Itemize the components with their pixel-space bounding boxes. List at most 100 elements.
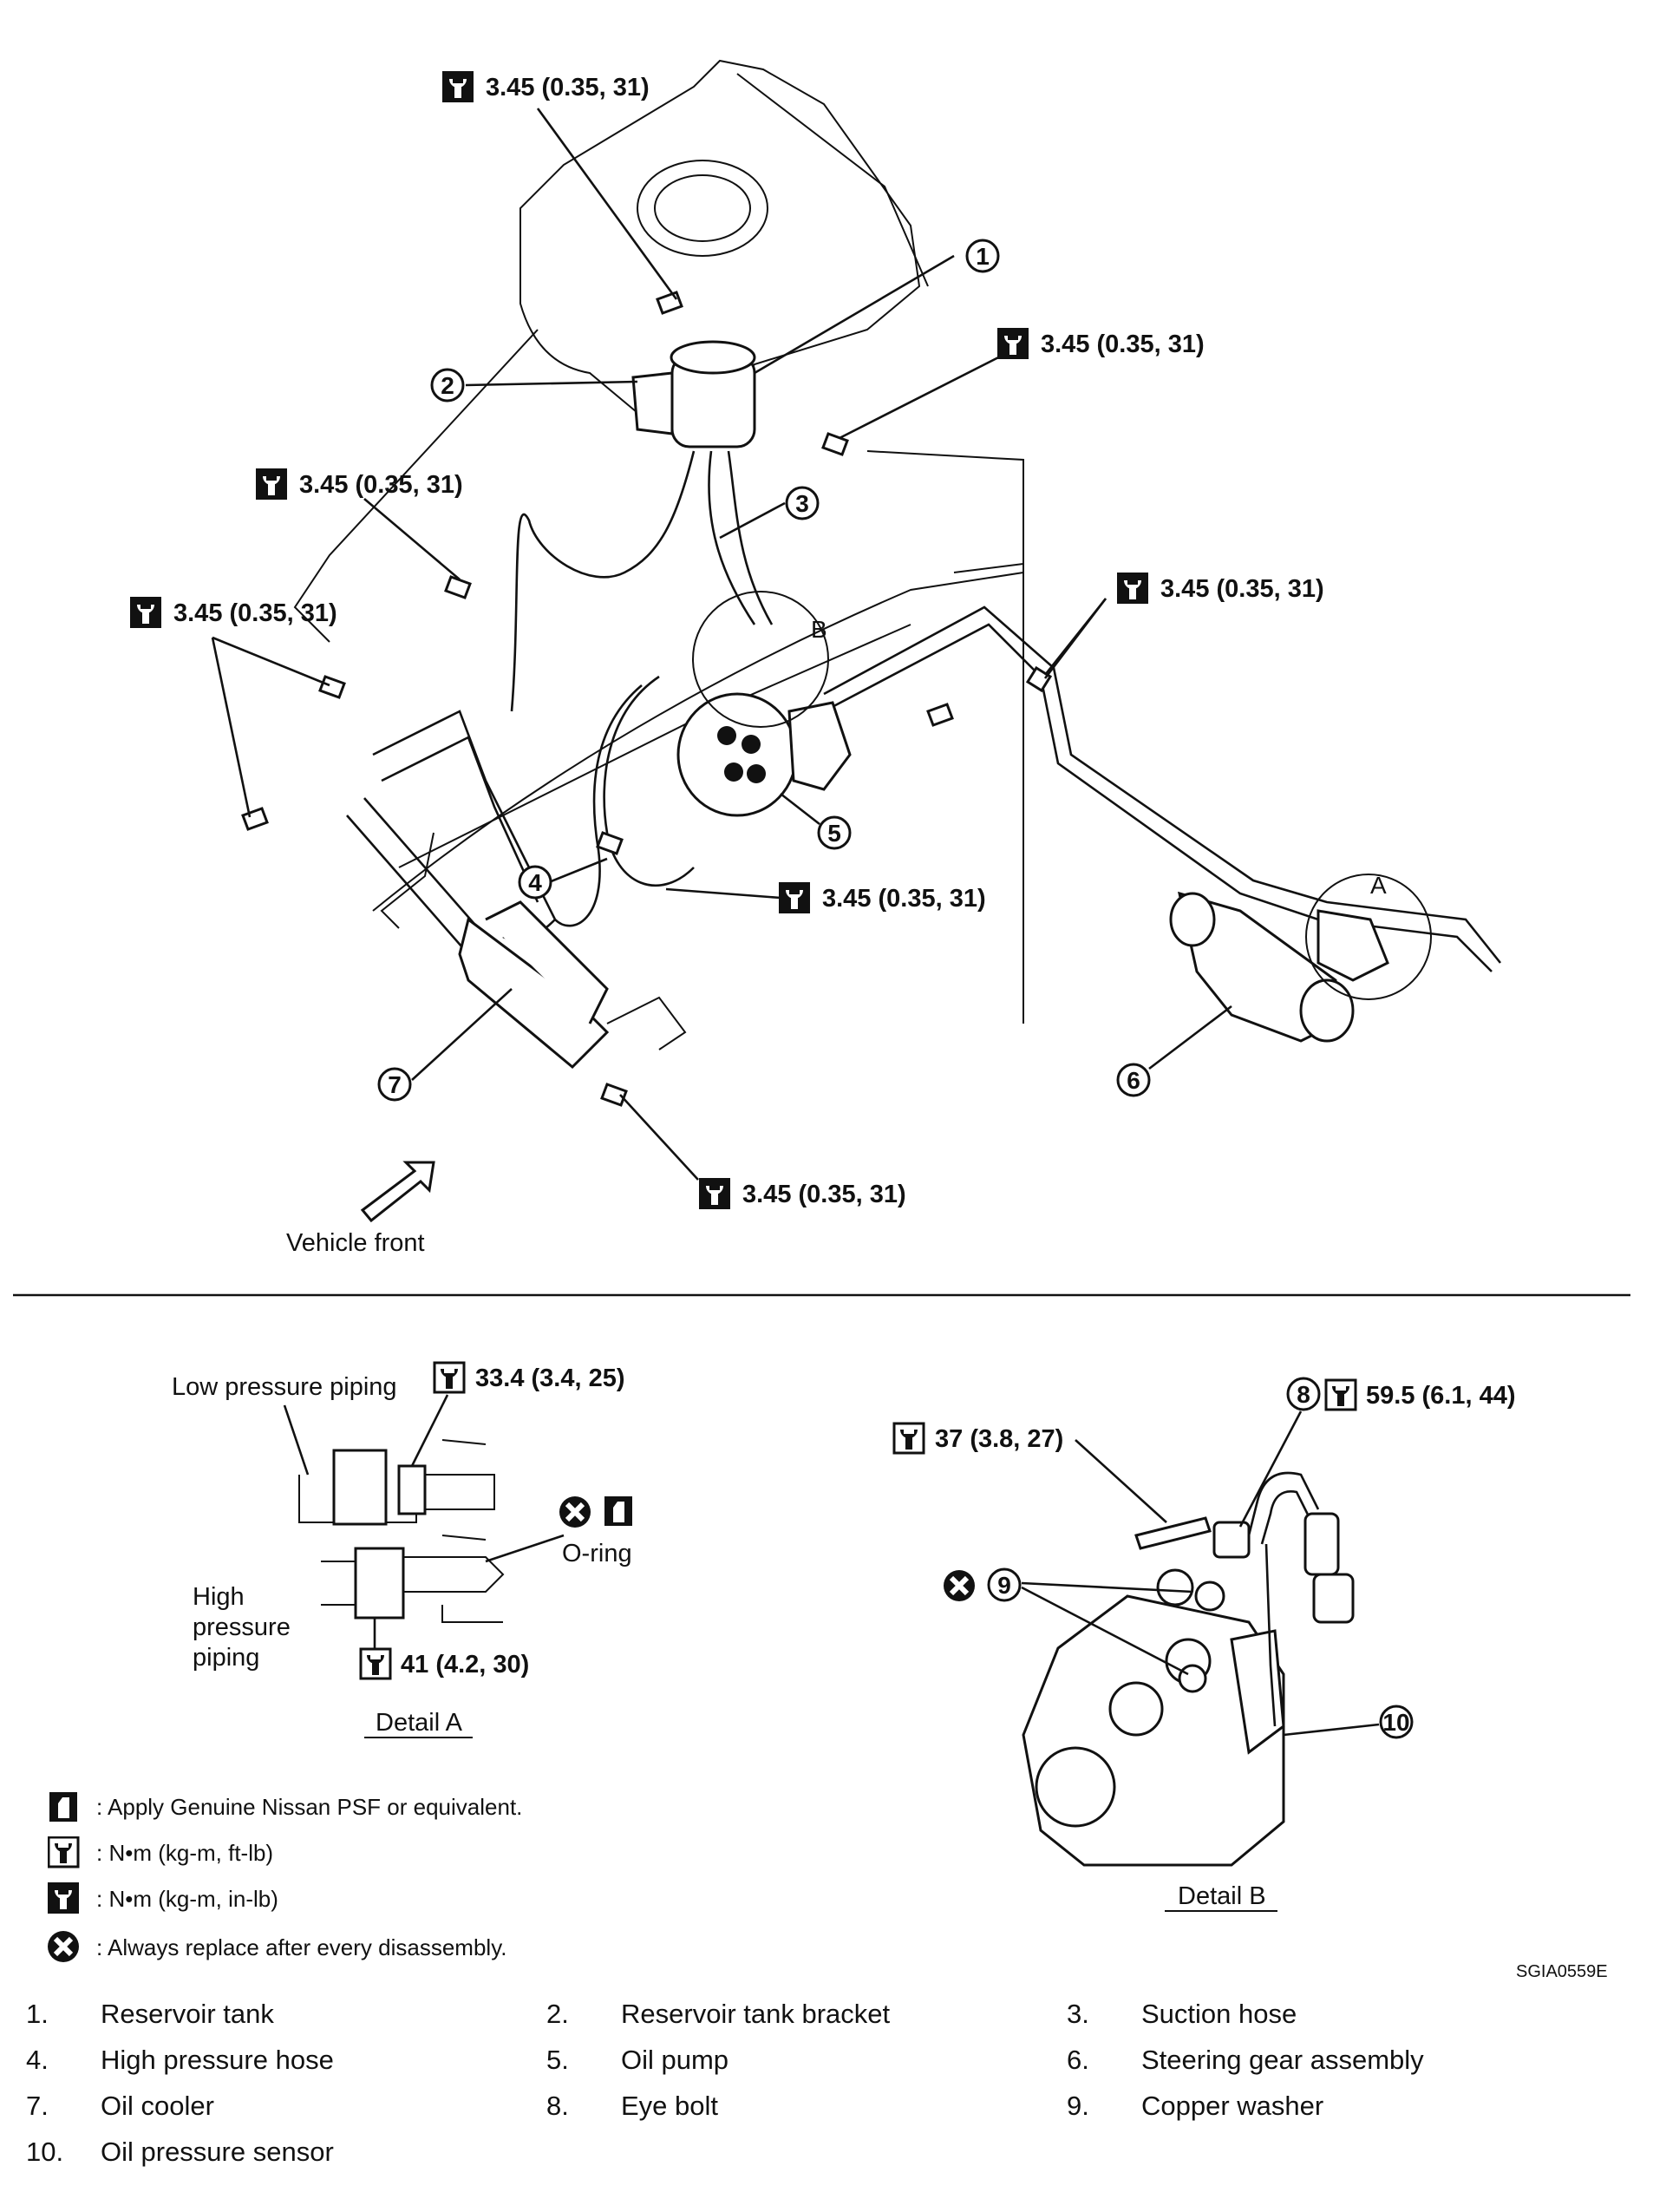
detail-a-caption: Detail A bbox=[376, 1709, 463, 1737]
detail-b-leader-washer-1 bbox=[1021, 1581, 1193, 1594]
list-item: 7.Oil cooler bbox=[26, 2090, 214, 2121]
torque-label-5: 3.45 (0.35, 31) bbox=[1117, 573, 1324, 604]
callout-9-number: 9 bbox=[997, 1572, 1011, 1599]
vehicle-front-label: Vehicle front bbox=[286, 1229, 425, 1257]
detail-b-drawing bbox=[1022, 1471, 1355, 1867]
detail-a-high-pressure-line2: pressure bbox=[193, 1613, 291, 1641]
psf-oilcan-icon bbox=[48, 1790, 81, 1823]
svg-text:3.45 (0.35, 31): 3.45 (0.35, 31) bbox=[1160, 575, 1324, 603]
list-item: 3.Suction hose bbox=[1067, 1998, 1297, 2029]
callout-10 bbox=[1379, 1705, 1414, 1739]
svg-text:1: 1 bbox=[976, 243, 990, 270]
steering-gear-assembly bbox=[1169, 874, 1432, 1043]
detail-b-leader-sensor bbox=[1283, 1723, 1380, 1737]
list-item: 6.Steering gear assembly bbox=[1067, 2044, 1424, 2075]
list-item: 10.Oil pressure sensor bbox=[26, 2136, 334, 2167]
callout-6: 6 bbox=[1116, 1063, 1151, 1097]
callout-5: 5 bbox=[817, 815, 852, 850]
list-item: 2.Reservoir tank bracket bbox=[546, 1998, 891, 2029]
legend-nm-ftlb: : N•m (kg-m, ft-lb) bbox=[47, 1833, 828, 1873]
detail-a-leader-torque-low bbox=[410, 1394, 449, 1467]
legend-psf-text: : Apply Genuine Nissan PSF or equivalent… bbox=[96, 1793, 523, 1820]
callout-9 bbox=[987, 1567, 1022, 1602]
callout-7: 7 bbox=[377, 1067, 412, 1102]
detail-a-low-pressure-label: Low pressure piping bbox=[172, 1373, 397, 1401]
callout-10-number: 10 bbox=[1382, 1709, 1409, 1736]
torque-label-4: 3.45 (0.35, 31) bbox=[130, 597, 337, 628]
torque-label-3: 3.45 (0.35, 31) bbox=[256, 468, 463, 500]
torque-wrench-icon bbox=[433, 1361, 466, 1394]
legend-replace-text: : Always replace after every disassembly… bbox=[96, 1934, 507, 1960]
legend-nm-inlb-text: : N•m (kg-m, in-lb) bbox=[96, 1885, 278, 1912]
detail-a-torque-low: 33.4 (3.4, 25) bbox=[475, 1365, 625, 1392]
parts-row: 1.Reservoir tank 2.Reservoir tank bracke… bbox=[26, 1991, 1587, 2037]
oil-cooler bbox=[380, 832, 687, 1070]
svg-text:2: 2 bbox=[441, 372, 454, 399]
detail-a-high-pressure-line1: High bbox=[193, 1583, 245, 1611]
leader-lines bbox=[211, 108, 1232, 1181]
torque-wrench-filled-icon bbox=[48, 1882, 81, 1915]
svg-text:3.45 (0.35, 31): 3.45 (0.35, 31) bbox=[299, 471, 463, 499]
svg-text:3.45 (0.35, 31): 3.45 (0.35, 31) bbox=[173, 599, 337, 627]
list-item: 1.Reservoir tank bbox=[26, 1998, 274, 2029]
torque-wrench-icon bbox=[47, 1836, 81, 1869]
vehicle-front-arrow-icon bbox=[360, 1161, 435, 1223]
legend-nm-inlb: : N•m (kg-m, in-lb) bbox=[48, 1879, 828, 1919]
bolts-and-clamps bbox=[241, 291, 1053, 1107]
parts-list: 1.Reservoir tank 2.Reservoir tank bracke… bbox=[26, 1991, 1587, 2175]
callout-8 bbox=[1286, 1377, 1321, 1411]
parts-row: 4.High pressure hose 5.Oil pump 6.Steeri… bbox=[26, 2037, 1587, 2083]
detail-a-leader-low bbox=[283, 1404, 310, 1476]
callout-3: 3 bbox=[785, 486, 820, 520]
figure-code: SGIA0559E bbox=[1516, 1962, 1608, 1981]
svg-text:3.45 (0.35, 31): 3.45 (0.35, 31) bbox=[1041, 330, 1205, 358]
legend-nm-ftlb-text: : N•m (kg-m, ft-lb) bbox=[96, 1839, 274, 1866]
torque-label-2: 3.45 (0.35, 31) bbox=[997, 328, 1205, 359]
replace-icon bbox=[48, 1931, 81, 1964]
detail-a-drawing bbox=[298, 1439, 505, 1623]
reservoir-tank bbox=[631, 340, 756, 448]
torque-label-1: 3.45 (0.35, 31) bbox=[442, 71, 650, 102]
detail-a-leader-oring bbox=[485, 1534, 565, 1563]
svg-text:6: 6 bbox=[1127, 1067, 1140, 1094]
hoses bbox=[346, 450, 1502, 972]
legend-psf: : Apply Genuine Nissan PSF or equivalent… bbox=[48, 1787, 828, 1827]
list-item: 9.Copper washer bbox=[1067, 2090, 1324, 2121]
detail-b-leader-washer-2 bbox=[1021, 1586, 1189, 1676]
torque-wrench-icon bbox=[359, 1647, 392, 1680]
detail-letter-b: B bbox=[811, 616, 827, 643]
torque-label-6: 3.45 (0.35, 31) bbox=[779, 882, 986, 913]
parts-row: 10.Oil pressure sensor bbox=[26, 2129, 1587, 2175]
svg-text:3.45 (0.35, 31): 3.45 (0.35, 31) bbox=[822, 885, 986, 913]
detail-a-oring-label: O-ring bbox=[562, 1540, 632, 1567]
callout-4: 4 bbox=[518, 865, 552, 900]
torque-wrench-icon bbox=[1324, 1378, 1357, 1411]
detail-b-torque-bolt: 37 (3.8, 27) bbox=[935, 1425, 1063, 1453]
svg-text:5: 5 bbox=[827, 820, 841, 847]
callout-8-number: 8 bbox=[1297, 1381, 1310, 1408]
callout-2: 2 bbox=[430, 368, 465, 402]
replace-icon bbox=[944, 1570, 975, 1601]
torque-label-7: 3.45 (0.35, 31) bbox=[699, 1178, 906, 1209]
svg-text:7: 7 bbox=[388, 1071, 402, 1098]
callout-1: 1 bbox=[965, 239, 1000, 273]
legend-replace: : Always replace after every disassembly… bbox=[48, 1927, 828, 1967]
svg-text:3: 3 bbox=[795, 490, 809, 517]
svg-text:3.45 (0.35, 31): 3.45 (0.35, 31) bbox=[486, 74, 650, 101]
replace-icon bbox=[559, 1496, 591, 1528]
svg-text:3.45 (0.35, 31): 3.45 (0.35, 31) bbox=[742, 1181, 906, 1208]
parts-row: 7.Oil cooler 8.Eye bolt 9.Copper washer bbox=[26, 2083, 1587, 2129]
detail-a-high-pressure-line3: piping bbox=[193, 1644, 259, 1672]
detail-b-caption: Detail B bbox=[1178, 1882, 1266, 1910]
detail-b-torque-eye: 59.5 (6.1, 44) bbox=[1366, 1382, 1516, 1410]
detail-a-torque-high: 41 (4.2, 30) bbox=[401, 1651, 529, 1679]
svg-text:4: 4 bbox=[528, 869, 542, 896]
detail-letter-a: A bbox=[1370, 872, 1387, 899]
detail-b-leader-bolt bbox=[1075, 1439, 1167, 1523]
list-item: 8.Eye bolt bbox=[546, 2090, 719, 2121]
oil-pump bbox=[676, 591, 852, 817]
list-item: 5.Oil pump bbox=[546, 2044, 729, 2075]
detail-b-leader-eye bbox=[1238, 1410, 1303, 1528]
torque-wrench-icon bbox=[892, 1422, 925, 1455]
